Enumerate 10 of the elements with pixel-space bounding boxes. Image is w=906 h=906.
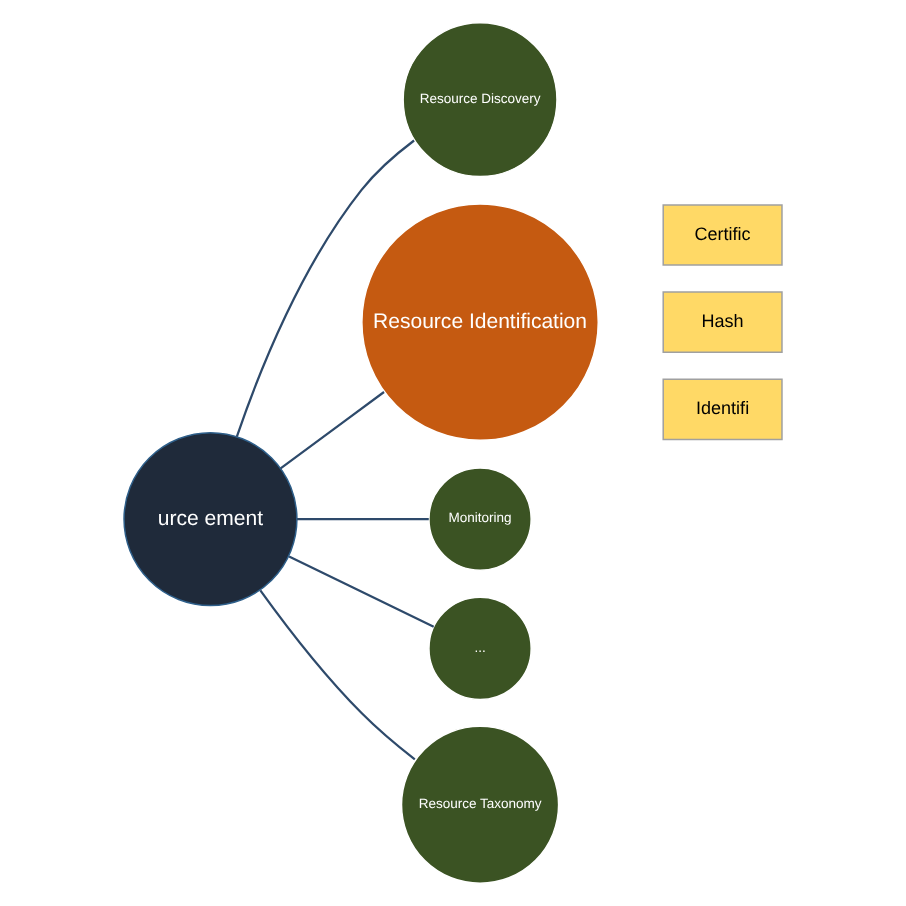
node-circle: Resource Identification	[361, 203, 599, 442]
connector	[259, 589, 416, 761]
node-box: Certific	[662, 204, 783, 266]
connector	[288, 555, 435, 628]
node-circle: urce ement	[123, 431, 298, 607]
connector	[235, 139, 415, 437]
connector	[279, 391, 385, 470]
node-box: Hash	[662, 291, 783, 353]
node-box: Identifi	[662, 378, 783, 441]
connector	[297, 518, 429, 521]
